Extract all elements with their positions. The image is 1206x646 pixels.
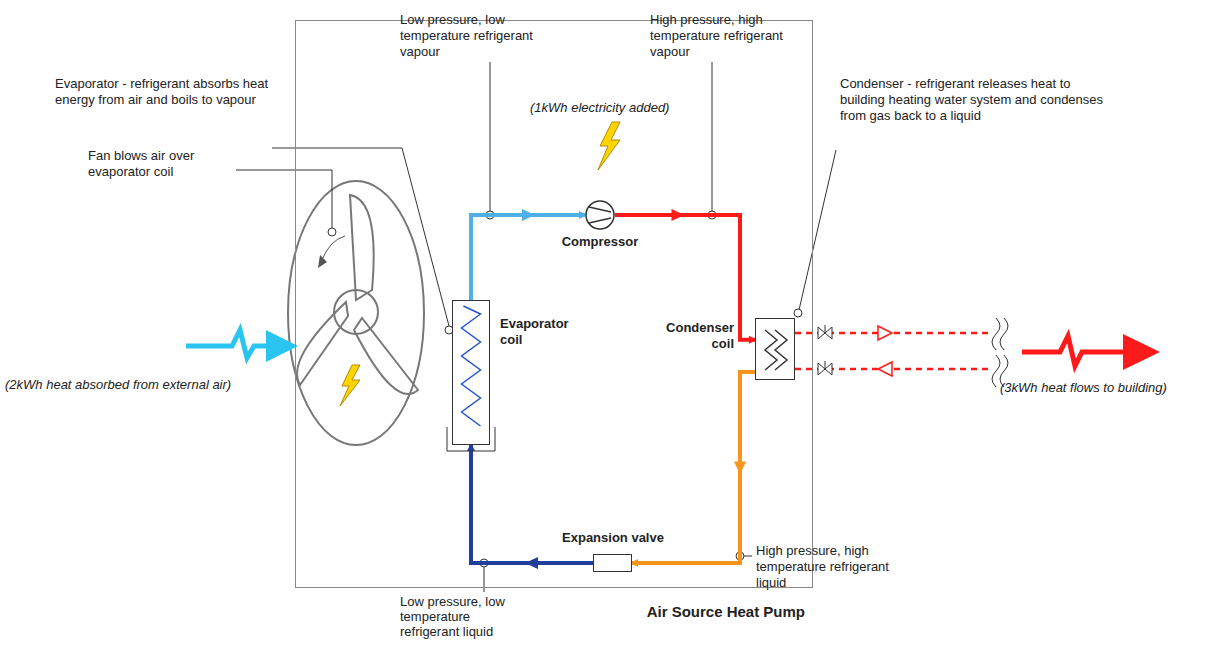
fan-electricity-bolt xyxy=(340,365,360,406)
callout-text: Low pressure, low temperature refrigeran… xyxy=(400,12,550,60)
component-label: Expansion valve xyxy=(553,530,673,546)
refrigerant-pipe xyxy=(471,445,593,563)
flow-arrowhead xyxy=(672,209,685,221)
pipe-valves xyxy=(818,325,832,375)
heat-in-arrowhead xyxy=(266,330,298,362)
coil-windings xyxy=(462,306,481,426)
drip-tray xyxy=(447,427,495,451)
condenser-frame xyxy=(756,319,795,380)
flow-arrowhead xyxy=(525,557,538,569)
expansion-valve: Expansion valve xyxy=(593,554,632,572)
component-label: Evaporator coil xyxy=(500,316,584,348)
expansion-valve-outline xyxy=(593,554,632,572)
compressor-lines xyxy=(589,207,611,223)
evaporator-coil: Evaporator coil xyxy=(452,300,490,445)
refrigerant-pipe xyxy=(471,215,585,300)
housing-title: Air Source Heat Pump xyxy=(647,604,805,620)
callout-text: Low pressure, low temperature refrigeran… xyxy=(400,594,522,639)
evaporator-coil-outline xyxy=(452,300,490,445)
energy-note: (1kWh electricity added) xyxy=(530,100,669,116)
housing-border xyxy=(296,21,813,588)
condenser-windings xyxy=(775,330,787,370)
valve-body xyxy=(594,555,632,572)
electricity-bolt xyxy=(598,122,620,170)
heat-in-arrow xyxy=(186,330,268,358)
energy-note: (2kWh heat absorbed from external air) xyxy=(5,377,231,393)
heat-out-arrowhead xyxy=(1123,334,1160,370)
flow-triangles xyxy=(878,326,892,376)
flow-arrowhead xyxy=(522,209,535,221)
heat-out-arrow xyxy=(1022,336,1125,366)
compressor-circle xyxy=(586,201,614,229)
component-label: Condenser coil xyxy=(666,320,734,352)
callout-text: Condenser - refrigerant releases heat to… xyxy=(840,76,1112,124)
callout-text: Evaporator - refrigerant absorbs heat en… xyxy=(55,76,270,108)
compressor-symbol: Compressor xyxy=(585,200,615,230)
rotation-arrow xyxy=(322,236,345,260)
component-label: Compressor xyxy=(555,234,645,250)
energy-note: (3kWh heat flows to building) xyxy=(1000,380,1167,396)
condenser-coil: Condenser coil xyxy=(755,318,795,380)
compressor-symbol-outline xyxy=(585,200,615,230)
callout-text: Fan blows air over evaporator coil xyxy=(88,148,234,180)
callout-dots xyxy=(328,211,802,567)
callout-text: High pressure, high temperature refriger… xyxy=(756,543,916,591)
callout-text: High pressure, high temperature refriger… xyxy=(650,12,805,60)
fan-housing xyxy=(288,181,424,445)
fan-blades xyxy=(297,195,418,394)
coil-frame xyxy=(453,301,490,445)
pipe-break xyxy=(992,318,1008,387)
flow-arrowhead xyxy=(734,461,746,474)
condenser-coil-outline xyxy=(755,318,795,380)
leader-lines xyxy=(236,62,836,592)
rotation-arrowhead xyxy=(318,255,327,268)
